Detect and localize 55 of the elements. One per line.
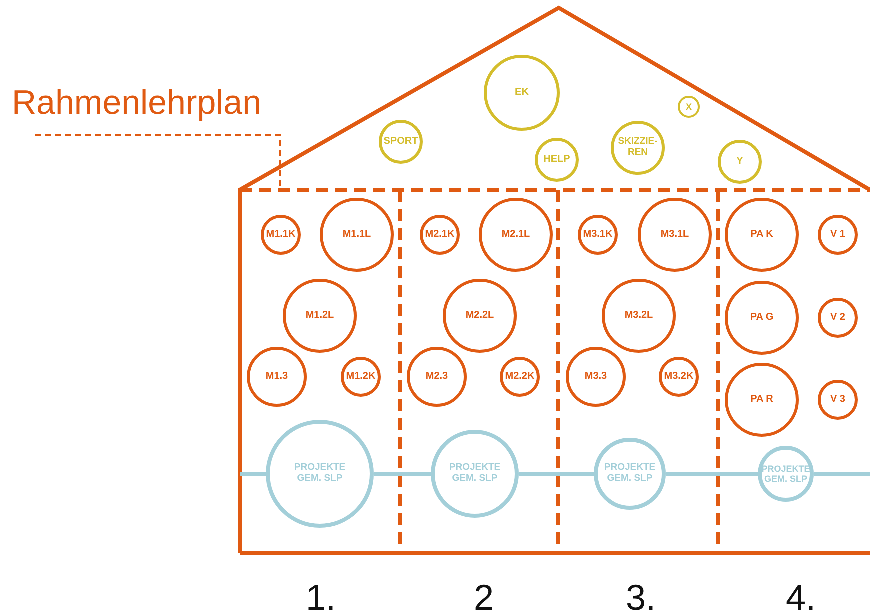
circle-label: M3.2L bbox=[624, 310, 654, 322]
module-circle bbox=[261, 215, 301, 255]
circle-label: V 3 bbox=[830, 394, 846, 406]
connector-line bbox=[240, 472, 266, 476]
circle-label: X bbox=[686, 102, 692, 112]
heading-label: Rahmenlehrplan bbox=[12, 80, 262, 126]
circle-label: M2.2K bbox=[505, 371, 535, 383]
circle-label: PROJEKTE GEM. SLP bbox=[293, 463, 347, 485]
module-circle bbox=[578, 215, 618, 255]
connector-line bbox=[666, 472, 758, 476]
module-circle bbox=[500, 357, 540, 397]
circle-label: M2.1K bbox=[425, 229, 455, 241]
connector-line bbox=[814, 472, 870, 476]
column-number: 3. bbox=[624, 576, 658, 615]
module-circle bbox=[818, 215, 858, 255]
circle-label: M3.2K bbox=[664, 371, 694, 383]
circle-label: EK bbox=[515, 87, 529, 99]
connector-line bbox=[519, 472, 594, 476]
module-circle bbox=[659, 357, 699, 397]
circle-label: PROJEKTE GEM. SLP bbox=[762, 464, 810, 484]
module-circle bbox=[818, 298, 858, 338]
module-circle bbox=[379, 120, 423, 164]
circle-label: Y bbox=[736, 156, 744, 168]
circle-label: M1.1K bbox=[266, 229, 296, 241]
circle-label: SPORT bbox=[384, 136, 418, 148]
circle-label: V 2 bbox=[830, 312, 846, 324]
circle-label: M1.2L bbox=[306, 310, 334, 322]
circle-label: V 1 bbox=[830, 229, 846, 241]
connector-line bbox=[374, 472, 431, 476]
circle-label: M2.1L bbox=[502, 229, 530, 241]
module-circle bbox=[341, 357, 381, 397]
circle-label: M3.3 bbox=[584, 371, 608, 383]
circle-label: PA G bbox=[750, 312, 774, 324]
circle-label: SKIZZIE-REN bbox=[617, 137, 659, 159]
module-circle bbox=[718, 140, 762, 184]
column-number: 1. bbox=[304, 576, 338, 615]
column-number: 2 bbox=[472, 576, 496, 615]
column-number: 4. bbox=[784, 576, 818, 615]
circle-label: M1.1L bbox=[342, 229, 372, 241]
module-circle bbox=[420, 215, 460, 255]
circle-label: M2.2L bbox=[466, 310, 494, 322]
circle-label: PA R bbox=[750, 394, 774, 406]
circle-label: PA K bbox=[750, 229, 774, 241]
module-circle bbox=[611, 121, 665, 175]
circle-label: M2.3 bbox=[426, 371, 448, 383]
module-circle bbox=[818, 380, 858, 420]
circle-label: M1.3 bbox=[266, 371, 288, 383]
module-circle bbox=[535, 138, 579, 182]
module-circle bbox=[678, 96, 700, 118]
circle-label: PROJEKTE GEM. SLP bbox=[448, 463, 502, 485]
circle-label: PROJEKTE GEM. SLP bbox=[603, 463, 657, 485]
circle-label: M3.1L bbox=[660, 229, 690, 241]
circle-label: HELP bbox=[544, 154, 570, 166]
circle-label: M1.2K bbox=[346, 371, 376, 383]
circle-label: M3.1K bbox=[583, 229, 613, 241]
